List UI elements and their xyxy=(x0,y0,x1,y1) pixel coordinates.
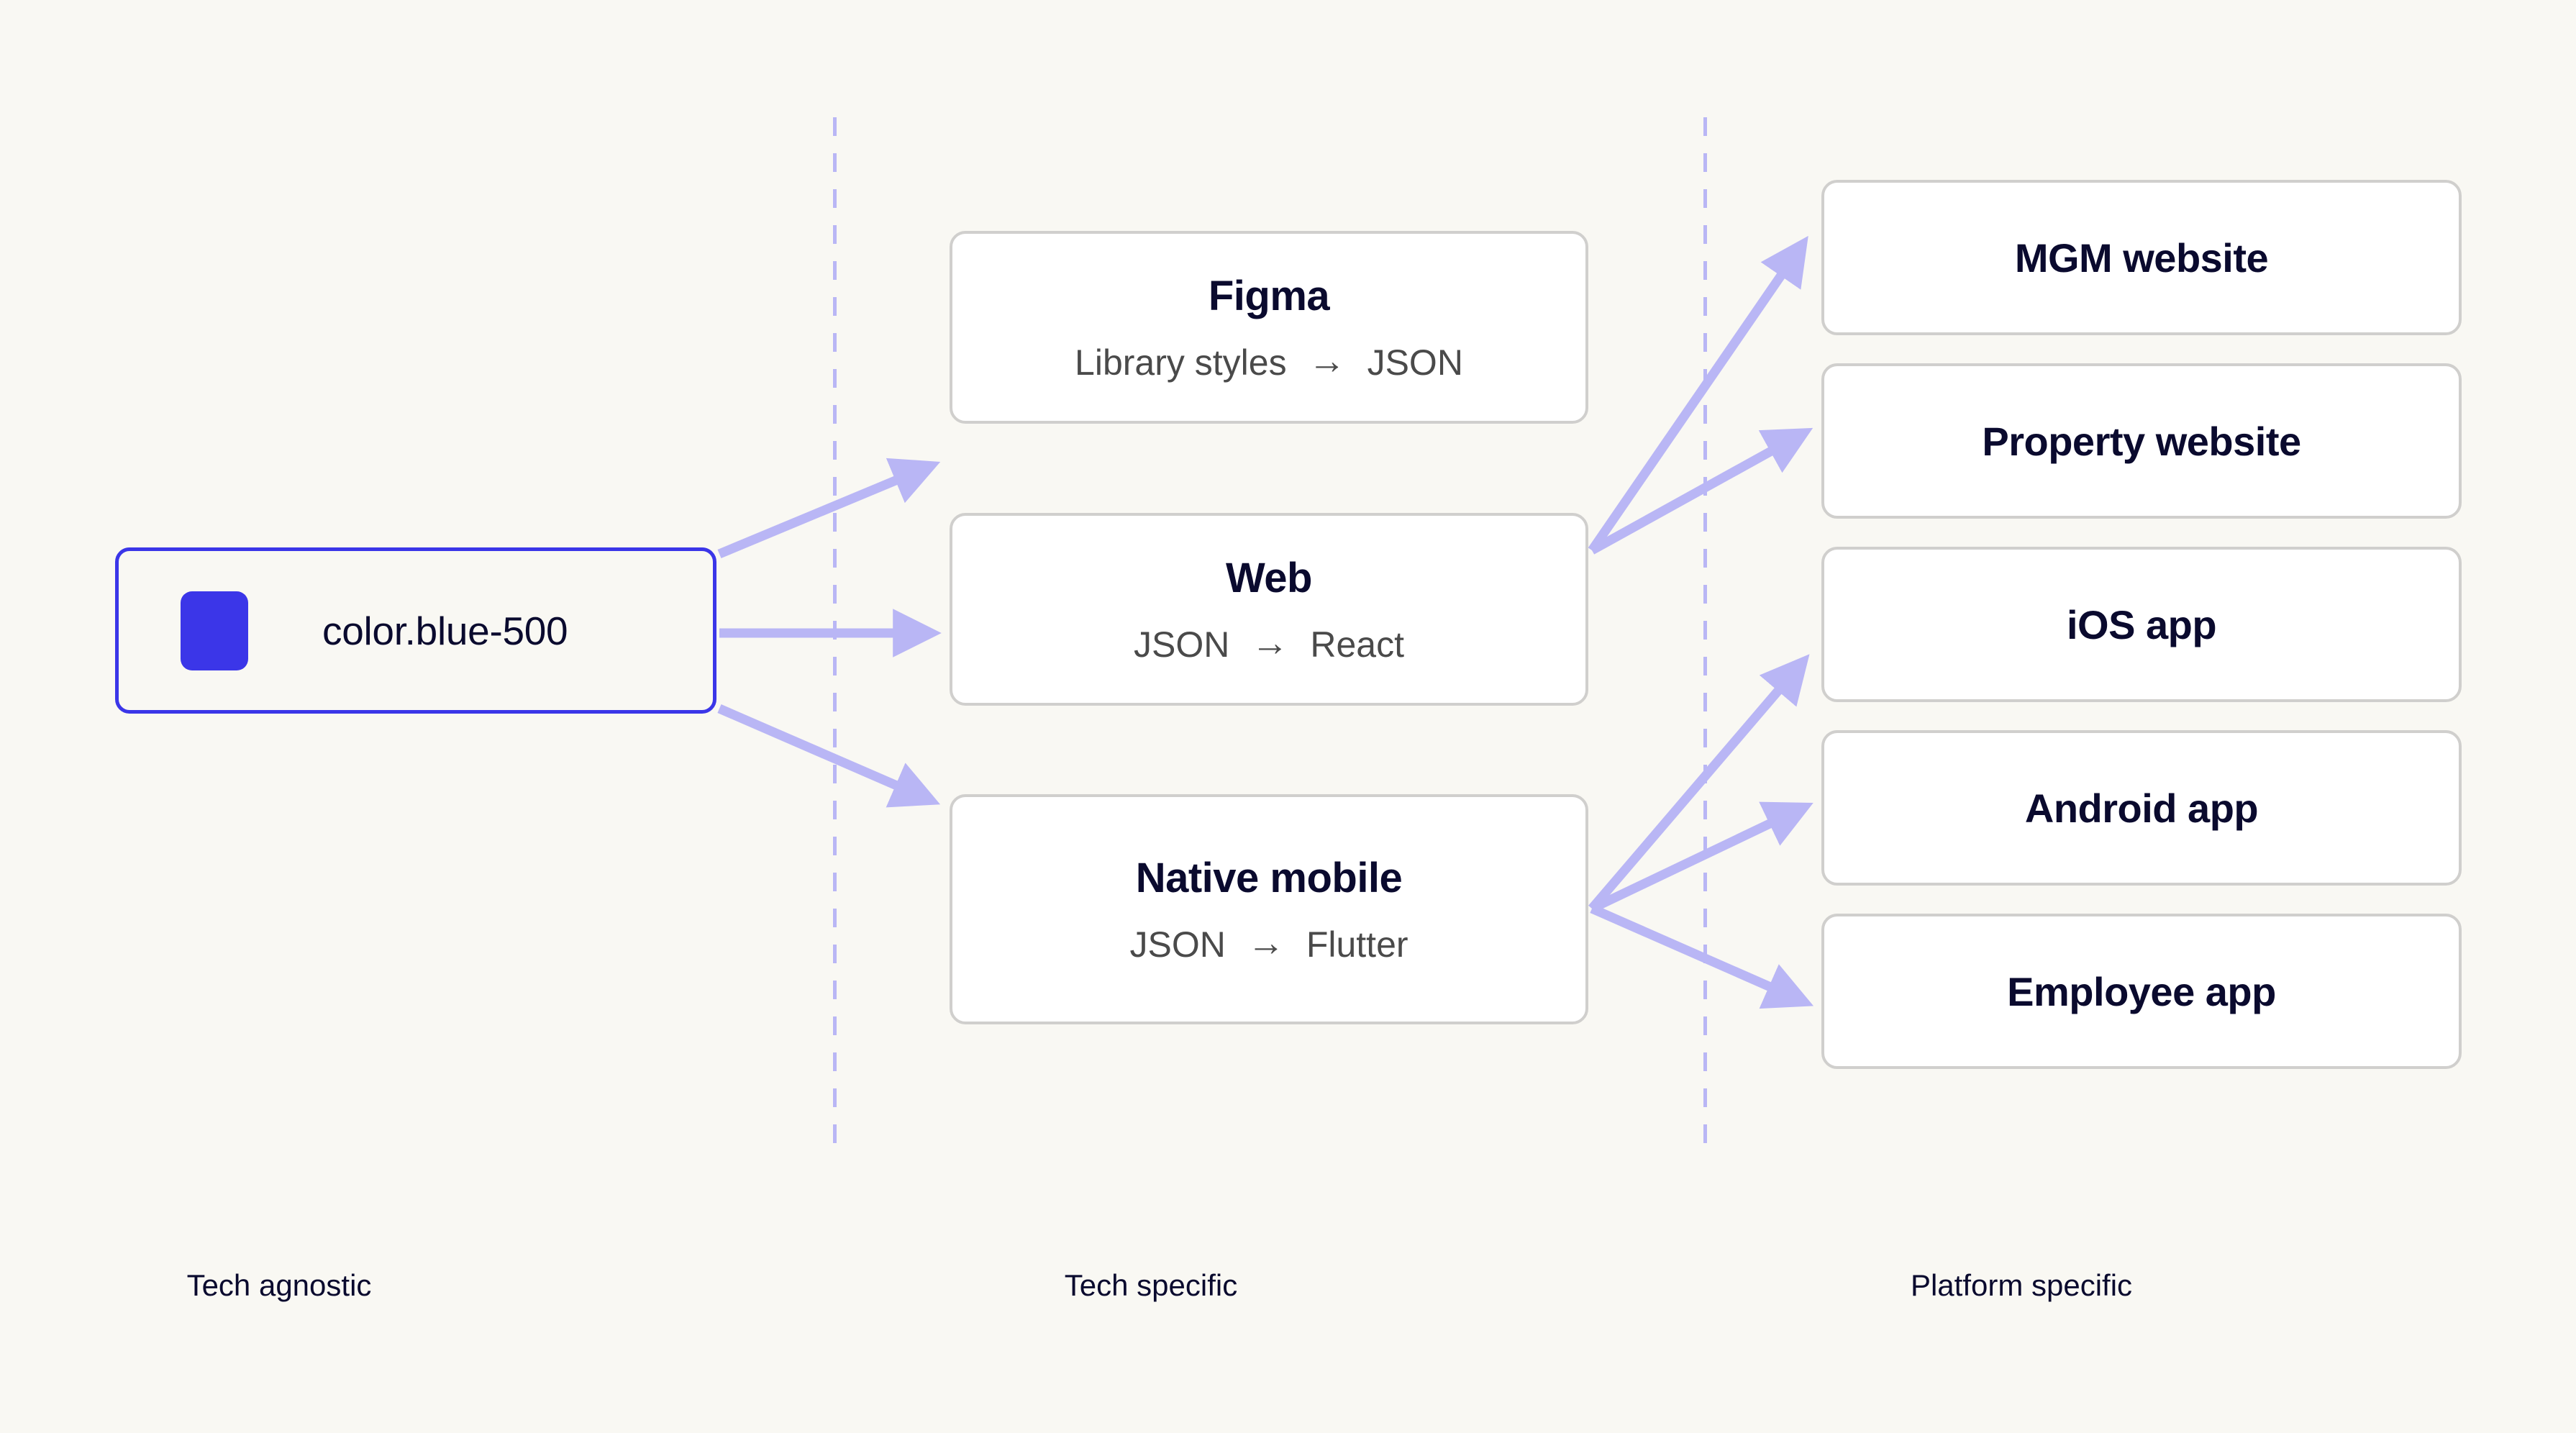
tech-card-target: React xyxy=(1310,624,1404,665)
tech-card-transform: JSON → Flutter xyxy=(1129,924,1408,965)
column-caption-tech-agnostic: Tech agnostic xyxy=(186,1268,372,1302)
arrow-token-to-native xyxy=(717,704,941,808)
tech-card-title: Native mobile xyxy=(1135,854,1403,901)
platform-card-title: iOS app xyxy=(2066,601,2217,647)
platform-card-title: Employee app xyxy=(2007,968,2276,1014)
column-divider-tech-specific xyxy=(1703,117,1707,1145)
design-token-card[interactable]: color.blue-500 xyxy=(115,547,716,714)
arrow-native-to-android xyxy=(1590,801,1813,913)
tech-card-title: Web xyxy=(1226,554,1312,601)
arrow-web-to-property xyxy=(1589,427,1813,555)
right-arrow-icon: → xyxy=(1247,922,1285,964)
right-arrow-icon: → xyxy=(1251,622,1289,664)
tech-card-title: Figma xyxy=(1208,272,1330,319)
tech-card-source: Library styles xyxy=(1075,342,1287,383)
platform-card-title: Android app xyxy=(2024,785,2259,831)
platform-card-employee-app[interactable]: Employee app xyxy=(1821,914,2462,1069)
column-divider-tech-agnostic xyxy=(833,117,837,1145)
platform-card-mgm-website[interactable]: MGM website xyxy=(1821,180,2462,335)
platform-card-title: Property website xyxy=(1982,418,2301,464)
platform-card-android-app[interactable]: Android app xyxy=(1821,730,2462,886)
tech-card-figma[interactable]: Figma Library styles → JSON xyxy=(950,231,1588,424)
arrow-native-to-ios xyxy=(1588,654,1810,912)
arrow-token-to-figma xyxy=(717,458,941,558)
platform-card-property-website[interactable]: Property website xyxy=(1821,363,2462,519)
column-caption-platform-specific: Platform specific xyxy=(1910,1268,2133,1302)
platform-card-ios-app[interactable]: iOS app xyxy=(1821,547,2462,702)
right-arrow-icon: → xyxy=(1308,340,1346,382)
tech-card-web[interactable]: Web JSON → React xyxy=(950,513,1588,706)
arrow-web-to-mgm xyxy=(1588,235,1808,553)
arrow-native-to-employee xyxy=(1590,904,1814,1009)
tech-card-native-mobile[interactable]: Native mobile JSON → Flutter xyxy=(950,794,1588,1024)
tech-card-transform: JSON → React xyxy=(1134,624,1404,665)
color-swatch-icon xyxy=(181,591,248,670)
column-caption-tech-specific: Tech specific xyxy=(1064,1268,1238,1302)
tech-card-transform: Library styles → JSON xyxy=(1075,342,1463,383)
tech-card-target: JSON xyxy=(1367,342,1463,383)
tech-card-source: JSON xyxy=(1134,624,1230,665)
token-name-label: color.blue-500 xyxy=(322,608,568,653)
tech-card-source: JSON xyxy=(1129,924,1226,965)
platform-card-title: MGM website xyxy=(2014,235,2269,281)
tech-card-target: Flutter xyxy=(1306,924,1408,965)
